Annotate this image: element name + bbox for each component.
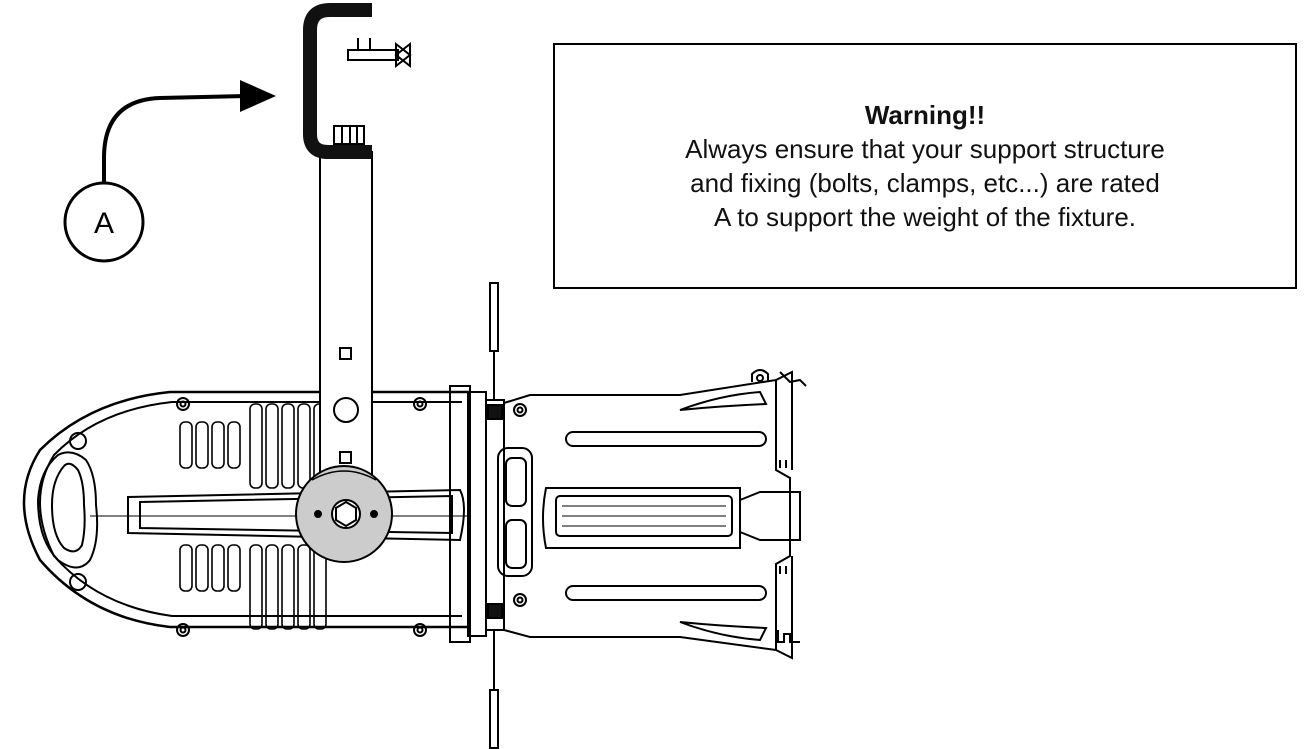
warning-box: Warning!! Always ensure that your suppor… (553, 43, 1297, 289)
body-handle (90, 488, 470, 542)
upper-vent-slots (179, 403, 327, 489)
callout-arrow (102, 80, 276, 183)
warning-line-3: A to support the weight of the fixture. (713, 202, 1137, 232)
c-clamp (303, 3, 412, 159)
warning-line-2: and fixing (bolts, clamps, etc...) are r… (690, 168, 1160, 198)
fixture-body (22, 390, 470, 637)
callout-a: A (63, 181, 145, 263)
yoke (295, 151, 393, 563)
vertical-rod (489, 282, 499, 749)
lens-tube (503, 369, 807, 660)
warning-line-1: Always ensure that your support structur… (685, 134, 1165, 164)
callout-label: A (94, 207, 114, 240)
front-flange (449, 385, 533, 643)
warning-title: Warning!! (864, 100, 986, 130)
